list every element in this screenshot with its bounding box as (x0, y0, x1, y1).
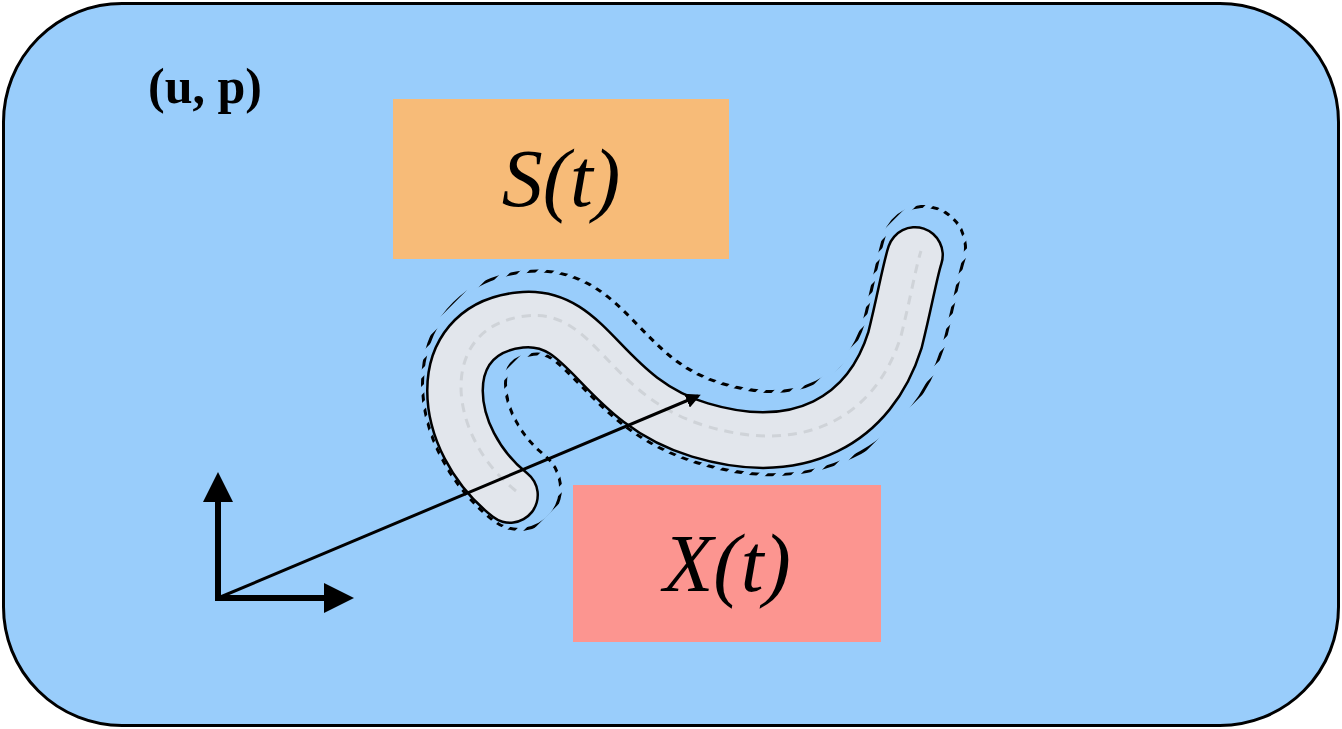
field-label: (u, p) (148, 57, 262, 115)
shape-label-box: S(t) (393, 99, 729, 259)
symbol-label: S(t) (502, 132, 620, 226)
position-label-box: X(t) (573, 485, 881, 642)
symbol-label: X(t) (663, 517, 790, 611)
